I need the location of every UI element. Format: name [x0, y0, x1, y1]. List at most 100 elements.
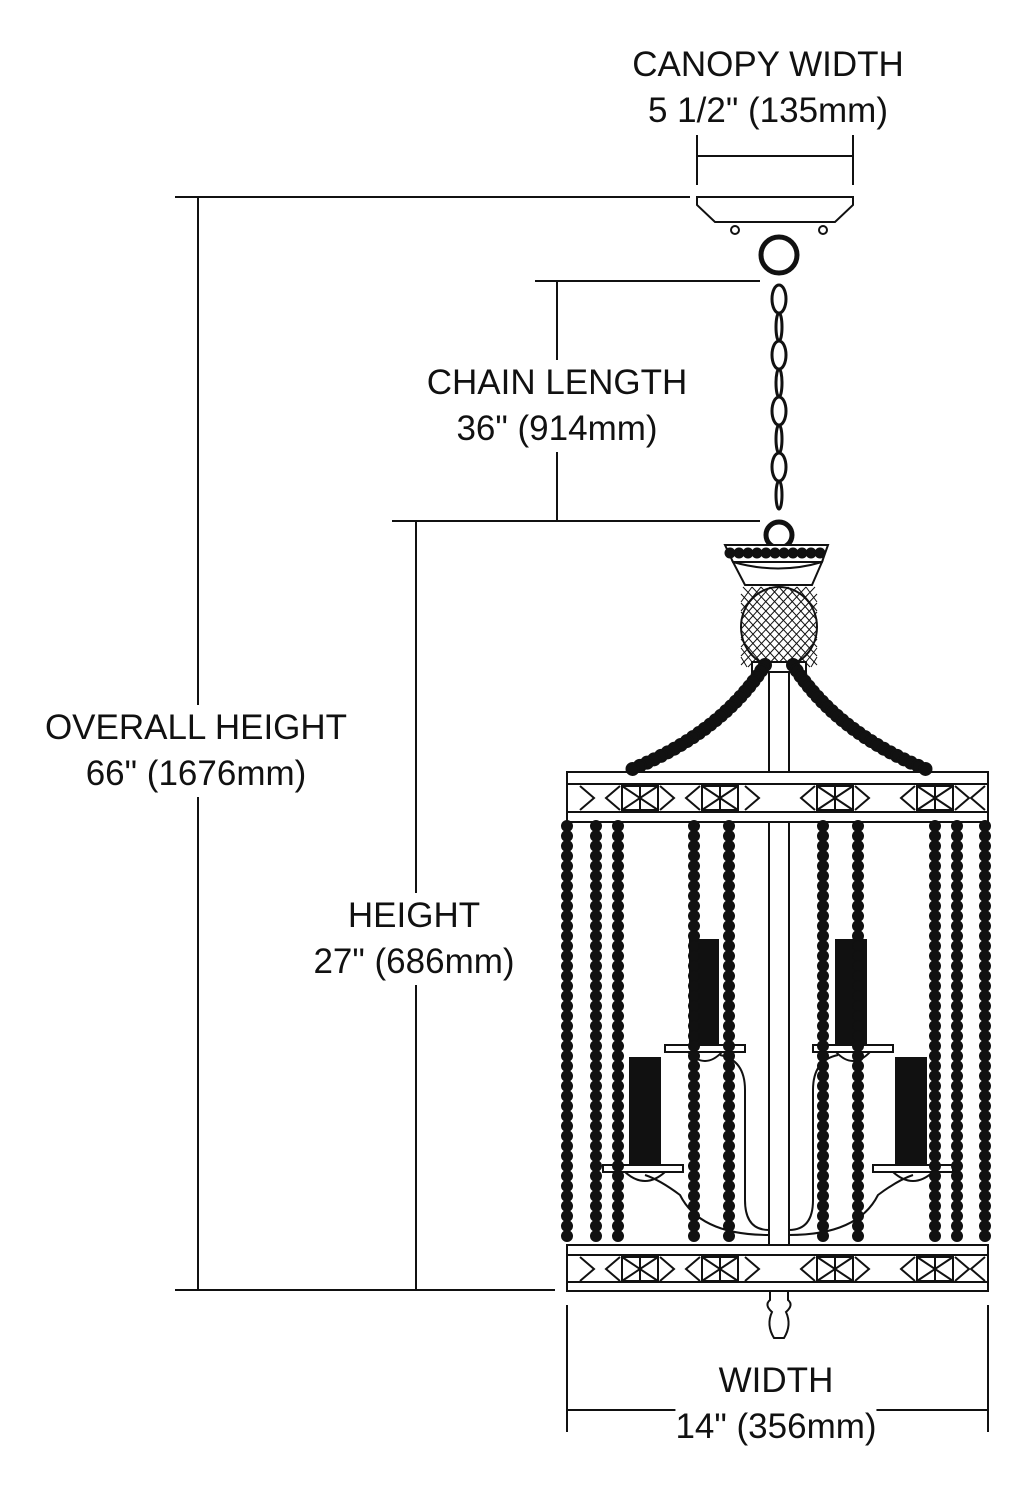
- bead: [561, 1230, 573, 1242]
- bead: [561, 950, 573, 962]
- bead: [979, 1230, 991, 1242]
- bead: [723, 1170, 735, 1182]
- bead: [612, 1130, 624, 1142]
- bead: [561, 1070, 573, 1082]
- bead: [723, 920, 735, 932]
- bead: [929, 920, 941, 932]
- candle: [629, 1057, 661, 1166]
- bead: [817, 1060, 829, 1072]
- chain-link: [774, 367, 784, 399]
- star-lines: [621, 785, 659, 811]
- bead: [612, 970, 624, 982]
- bead: [612, 920, 624, 932]
- bead: [951, 1050, 963, 1062]
- bead: [979, 1120, 991, 1132]
- bead: [817, 1120, 829, 1132]
- bead: [979, 1090, 991, 1102]
- bead: [951, 930, 963, 942]
- bead: [817, 1220, 829, 1232]
- bead: [561, 1110, 573, 1122]
- bead: [561, 1050, 573, 1062]
- bead: [723, 1150, 735, 1162]
- canopy-width-title: CANOPY WIDTH: [632, 45, 904, 84]
- stem-lower: [768, 821, 790, 1246]
- bead: [723, 820, 735, 832]
- hatch-line: [740, 602, 802, 668]
- bead: [852, 950, 864, 962]
- bead: [979, 1220, 991, 1232]
- bead: [612, 1190, 624, 1202]
- bead: [817, 930, 829, 942]
- bead: [929, 840, 941, 852]
- bead: [688, 1100, 700, 1112]
- bead: [852, 870, 864, 882]
- bead: [852, 1070, 864, 1082]
- bead: [561, 910, 573, 922]
- crown-bead: [724, 547, 736, 559]
- bead: [817, 1170, 829, 1182]
- bead: [979, 860, 991, 872]
- hatch-line: [805, 586, 818, 603]
- bead: [929, 970, 941, 982]
- bead: [852, 1050, 864, 1062]
- bead: [612, 1220, 624, 1232]
- bead: [688, 900, 700, 912]
- bead: [951, 1040, 963, 1052]
- bead: [929, 950, 941, 962]
- bead: [929, 900, 941, 912]
- bead: [612, 1230, 624, 1242]
- bead: [951, 1190, 963, 1202]
- bead: [688, 880, 700, 892]
- bead: [723, 940, 735, 952]
- bead: [951, 920, 963, 932]
- bead: [590, 960, 602, 972]
- canopy-width-label: CANOPY WIDTH 5 1/2" (135mm): [632, 42, 904, 134]
- bead: [852, 920, 864, 932]
- bead: [561, 850, 573, 862]
- bead: [561, 1040, 573, 1052]
- bead: [929, 1130, 941, 1142]
- bead: [688, 1170, 700, 1182]
- bead: [852, 830, 864, 842]
- bead: [852, 1130, 864, 1142]
- bead: [817, 1160, 829, 1172]
- bead: [723, 1110, 735, 1122]
- bead: [817, 990, 829, 1002]
- bead: [979, 1210, 991, 1222]
- bead: [817, 1180, 829, 1192]
- bead: [612, 940, 624, 952]
- bead: [951, 860, 963, 872]
- bead: [852, 1090, 864, 1102]
- bead: [688, 960, 700, 972]
- candle: [895, 1057, 927, 1166]
- bead: [951, 980, 963, 992]
- bead: [817, 960, 829, 972]
- bead: [929, 820, 941, 832]
- bead: [979, 1200, 991, 1212]
- bead: [817, 950, 829, 962]
- bead: [852, 1220, 864, 1232]
- bead: [979, 1150, 991, 1162]
- bead: [590, 910, 602, 922]
- bead: [688, 1130, 700, 1142]
- bead: [817, 1090, 829, 1102]
- bead: [561, 1190, 573, 1202]
- bead: [590, 1040, 602, 1052]
- bead: [590, 1080, 602, 1092]
- bead: [817, 920, 829, 932]
- bead: [688, 1070, 700, 1082]
- bead: [688, 1080, 700, 1092]
- bead: [723, 1020, 735, 1032]
- bead: [612, 930, 624, 942]
- bead: [590, 1050, 602, 1062]
- bead: [979, 840, 991, 852]
- bead: [612, 850, 624, 862]
- bead: [561, 990, 573, 1002]
- bead: [852, 1030, 864, 1042]
- width-value: 14" (356mm): [675, 1407, 877, 1446]
- bead: [590, 1090, 602, 1102]
- bead: [612, 1000, 624, 1012]
- bead: [590, 820, 602, 832]
- bead: [979, 960, 991, 972]
